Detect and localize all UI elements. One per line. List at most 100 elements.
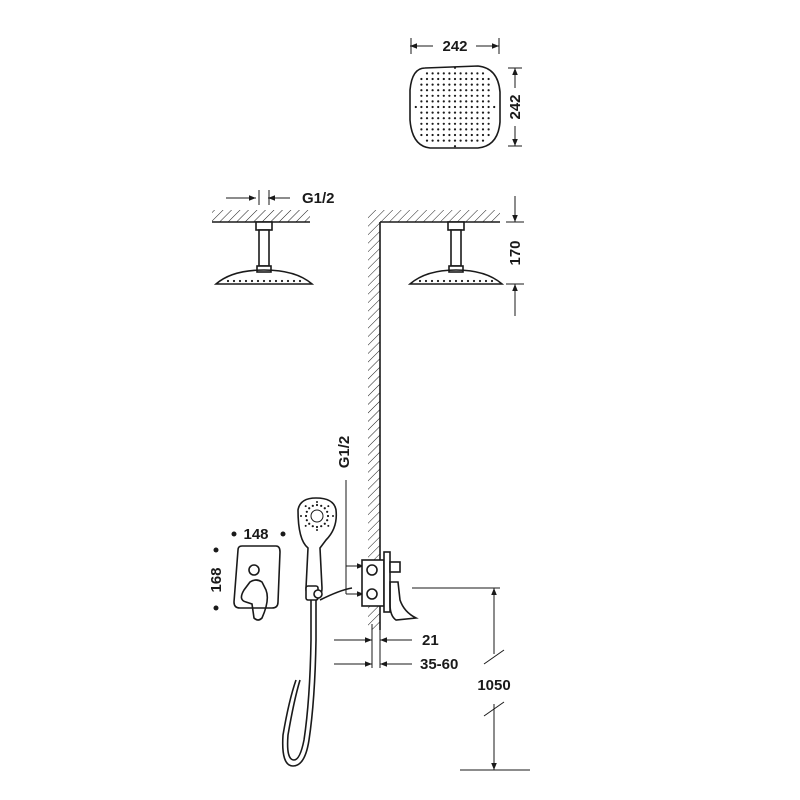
nozzle-dot (420, 89, 423, 92)
nozzle-dot (431, 122, 434, 125)
nozzle-dot (320, 525, 323, 528)
nozzle-dot (470, 133, 473, 137)
nozzle-dot (465, 100, 468, 103)
nozzle-dot (453, 72, 457, 75)
nozzle-dot (437, 100, 440, 103)
nozzle-dot (454, 279, 458, 283)
nozzle-dot (470, 105, 473, 109)
nozzle-dot (437, 111, 440, 114)
nozzle-dot (453, 77, 457, 81)
nozzle-dot (431, 83, 434, 86)
nozzle-dot (311, 504, 314, 507)
nozzle-dot (476, 72, 479, 75)
nozzle-dot (442, 133, 445, 137)
nozzle-dot (459, 111, 462, 114)
nozzle-dot (420, 133, 423, 137)
nozzle-dot (476, 100, 479, 103)
nozzle-dot (481, 100, 485, 103)
mixer-side (361, 551, 419, 621)
nozzle-dot (470, 122, 473, 125)
nozzle-dot (487, 111, 490, 114)
nozzle-dot (232, 279, 236, 283)
plate-width-label: 148 (243, 526, 268, 543)
nozzle-dot (437, 72, 440, 75)
nozzle-dot (448, 139, 451, 142)
nozzle-dot (481, 83, 485, 86)
nozzle-dot (465, 128, 468, 131)
nozzle-dot (437, 94, 440, 97)
nozzle-dot (448, 94, 451, 97)
nozzle-dot (431, 89, 434, 92)
nozzle-dot (465, 94, 468, 97)
nozzle-dot (425, 83, 429, 86)
nozzle-dot (448, 279, 452, 283)
nozzle-dot (244, 279, 248, 283)
head-width-label: 242 (442, 38, 467, 55)
mixer-height-label: 1050 (477, 677, 510, 694)
nozzle-dot (420, 94, 423, 97)
nozzle-dot (431, 105, 434, 109)
nozzle-dot (437, 105, 440, 109)
nozzle-dot (453, 117, 457, 120)
nozzle-dot (418, 279, 422, 283)
nozzle-dot (430, 279, 434, 283)
wall-offset-dimension: 21 (334, 624, 439, 668)
nozzle-dot (448, 111, 451, 114)
nozzle-dot (316, 501, 318, 503)
nozzle-dot (280, 279, 284, 283)
nozzle-dot (425, 72, 429, 75)
nozzle-dot (326, 519, 329, 522)
nozzle-dot (442, 117, 445, 120)
nozzle-dot (459, 122, 462, 125)
nozzle-dot (420, 100, 423, 103)
nozzle-dot (459, 83, 462, 86)
nozzle-dot (448, 122, 451, 125)
nozzle-dot (453, 66, 457, 69)
nozzle-dot (453, 139, 457, 142)
nozzle-dot (442, 94, 445, 97)
nozzle-dot (420, 105, 423, 109)
nozzle-dot (414, 105, 417, 109)
arm-drop-label: 170 (507, 240, 524, 265)
nozzle-dot (465, 72, 468, 75)
shower-head-top-view (409, 65, 501, 149)
nozzle-dot (459, 100, 462, 103)
nozzle-dot (326, 510, 329, 513)
nozzle-dot (481, 72, 485, 75)
nozzle-dot (453, 100, 457, 103)
nozzle-dot (437, 133, 440, 137)
handshower-thread-label: G1/2 (336, 436, 353, 469)
nozzle-dot (470, 111, 473, 114)
nozzle-dot (470, 94, 473, 97)
nozzle-dot (465, 122, 468, 125)
nozzle-dot (425, 122, 429, 125)
nozzle-dot (481, 122, 485, 125)
nozzle-dot (481, 89, 485, 92)
nozzle-dot (437, 89, 440, 92)
nozzle-dot (431, 100, 434, 103)
nozzle-dot (487, 77, 490, 81)
nozzle-dot (311, 525, 314, 528)
nozzle-dot (332, 515, 334, 517)
nozzle-dot (300, 515, 302, 517)
embed-depth-dimension: 35-60 (334, 656, 458, 673)
nozzle-dot (308, 522, 311, 525)
nozzle-dot (487, 105, 490, 109)
nozzle-dot (470, 89, 473, 92)
nozzle-dot (286, 279, 290, 283)
nozzle-dot (308, 507, 311, 510)
nozzle-dot (437, 77, 440, 81)
nozzle-dot (304, 505, 307, 508)
nozzle-dot (493, 105, 496, 109)
nozzle-dot (442, 111, 445, 114)
nozzle-dot (425, 105, 429, 109)
nozzle-dot (323, 522, 326, 525)
nozzle-dot (292, 279, 296, 283)
nozzle-dot (465, 133, 468, 137)
nozzle-dot (466, 279, 470, 283)
nozzle-dot (437, 128, 440, 131)
nozzle-dot (431, 139, 434, 142)
nozzle-dot (442, 279, 446, 283)
nozzle-dot (420, 77, 423, 81)
nozzle-dot (326, 514, 330, 518)
